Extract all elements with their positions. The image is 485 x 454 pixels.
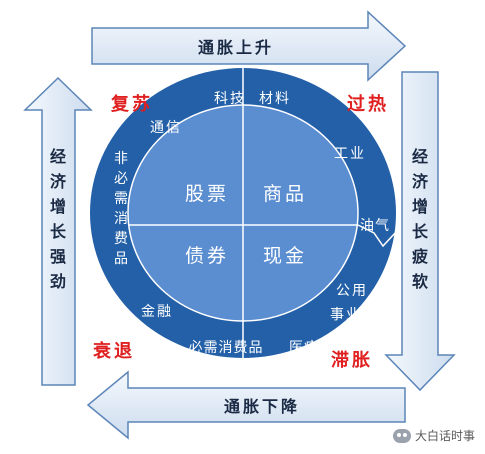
sector-essentials: 必需消费品	[189, 340, 264, 356]
arrow-text-top: 通胀上升	[198, 38, 274, 57]
inflation-rising-arrow	[91, 10, 407, 82]
phase-recovery: 复苏	[110, 93, 153, 115]
phase-stagflation: 滞胀	[331, 350, 373, 371]
sector-finance: 金融	[141, 304, 173, 320]
leftText-char: 强	[50, 247, 66, 266]
leftText-char: 劲	[50, 272, 66, 291]
rightText-char: 长	[412, 222, 429, 241]
quadrant-cash: 现金	[263, 245, 307, 267]
rightText-char: 增	[412, 197, 428, 216]
wechat-icon	[392, 428, 411, 443]
quadrant-stocks: 股票	[185, 183, 229, 205]
weak-growth-arrow	[384, 71, 456, 392]
leftText-char: 增	[50, 197, 66, 216]
quadrant-bonds: 债券	[185, 245, 229, 267]
nonEssential-char: 非	[114, 151, 128, 167]
strong-growth-arrow	[23, 76, 93, 386]
nonEssential-char: 需	[114, 191, 128, 207]
sector-telecom: 通信	[150, 120, 182, 136]
rightText-char: 济	[412, 172, 429, 191]
watermark-text: 大白话时事	[414, 429, 475, 443]
sector-utilities-line: 事业	[330, 307, 362, 323]
leftText-char: 济	[50, 172, 67, 191]
quadrant-commodities: 商品	[263, 183, 307, 205]
rightText-char: 经	[412, 147, 428, 166]
divider-oil-gas	[357, 224, 397, 248]
phase-recession: 衰退	[92, 340, 135, 362]
sector-healthcare: 医疗	[289, 340, 319, 356]
sector-materials: 材料	[259, 91, 291, 107]
nonEssential-char: 费	[114, 231, 128, 247]
leftText-char: 长	[50, 222, 67, 241]
watermark: 大白话时事	[392, 427, 475, 444]
inflation-falling-arrow	[86, 370, 406, 440]
arrow-text-bottom: 通胀下降	[224, 397, 300, 416]
nonEssential-char: 品	[114, 251, 128, 267]
nonEssential-char: 必	[114, 171, 128, 187]
sector-utilities-line: 公用	[336, 283, 368, 299]
phase-overheat: 过热	[347, 93, 389, 115]
sector-tech: 科技	[214, 91, 246, 107]
sector-oil-gas: 油气	[360, 218, 390, 234]
rightText-char: 疲	[412, 247, 428, 266]
rightText-char: 软	[412, 272, 428, 291]
nonEssential-char: 消	[114, 211, 128, 227]
sector-industry: 工业	[334, 146, 366, 162]
leftText-char: 经	[50, 147, 66, 166]
